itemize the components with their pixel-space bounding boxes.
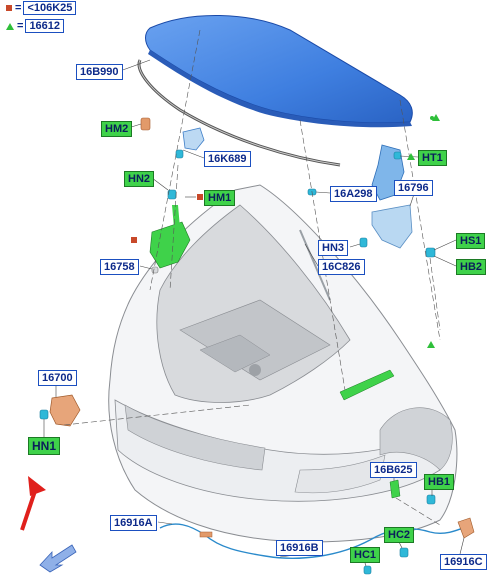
callout-HB1: HB1 <box>424 474 455 490</box>
hood-latch <box>49 394 81 427</box>
bracket-16K689 <box>182 127 205 151</box>
callout-HS1: HS1 <box>456 233 486 249</box>
hood-hinge-16796 <box>371 204 413 249</box>
triangle-marker-body <box>427 341 435 348</box>
callout-16B990: 16B990 <box>76 64 123 80</box>
triangle-symbol-icon <box>6 22 14 30</box>
square-marker-engine <box>131 237 137 243</box>
fasteners <box>39 149 436 575</box>
legend-triangle-eq: = <box>17 20 24 32</box>
callout-HN3: HN3 <box>318 240 349 256</box>
legend-triangle-code: 16612 <box>25 19 65 33</box>
callout-16B625: 16B625 <box>370 462 417 478</box>
legend-square-eq: = <box>15 2 22 14</box>
green-seal-strip <box>172 205 180 228</box>
legend-triangle-row: =16612 <box>6 19 65 33</box>
washer-fitting <box>151 266 159 274</box>
callout-16A298: 16A298 <box>330 186 377 202</box>
callout-HN1: HN1 <box>28 437 61 455</box>
callout-16796: 16796 <box>394 180 433 196</box>
callout-HB2: HB2 <box>456 259 487 275</box>
callout-HC1: HC1 <box>350 547 381 563</box>
hood-prop-rod <box>299 229 331 301</box>
grille <box>124 404 266 471</box>
triangle-marker-hood <box>432 114 440 121</box>
triangle-marker-hinge <box>407 153 415 160</box>
callout-HM2: HM2 <box>101 121 133 137</box>
cable-end-latch <box>457 517 475 539</box>
wheel-arch <box>379 407 453 471</box>
green-insulator-left <box>149 221 191 269</box>
callout-16700: 16700 <box>38 370 77 386</box>
legend-square-code: <106K25 <box>23 1 77 15</box>
red-arrow-icon <box>20 476 46 531</box>
green-seal-right <box>339 369 395 401</box>
hood-panel <box>145 14 413 124</box>
callout-HT1: HT1 <box>418 150 447 166</box>
callout-HC2: HC2 <box>384 527 415 543</box>
callout-16K689: 16K689 <box>204 151 251 167</box>
callout-16916C: 16916C <box>440 554 487 570</box>
legend-square-row: =<106K25 <box>6 1 77 15</box>
callout-16916B: 16916B <box>276 540 323 556</box>
square-symbol-icon <box>6 5 12 12</box>
headlight <box>294 454 386 494</box>
cable-handle <box>199 531 213 538</box>
callout-16C826: 16C826 <box>318 259 365 275</box>
callout-HM1: HM1 <box>204 190 236 206</box>
hm2-bumper-stop <box>140 117 151 131</box>
callout-16916A: 16916A <box>110 515 157 531</box>
b625-clip <box>389 479 401 499</box>
navigation-arrow-icon <box>39 544 77 573</box>
callout-HN2: HN2 <box>124 171 155 187</box>
square-marker-hm1 <box>197 194 203 200</box>
callout-16758: 16758 <box>100 259 139 275</box>
